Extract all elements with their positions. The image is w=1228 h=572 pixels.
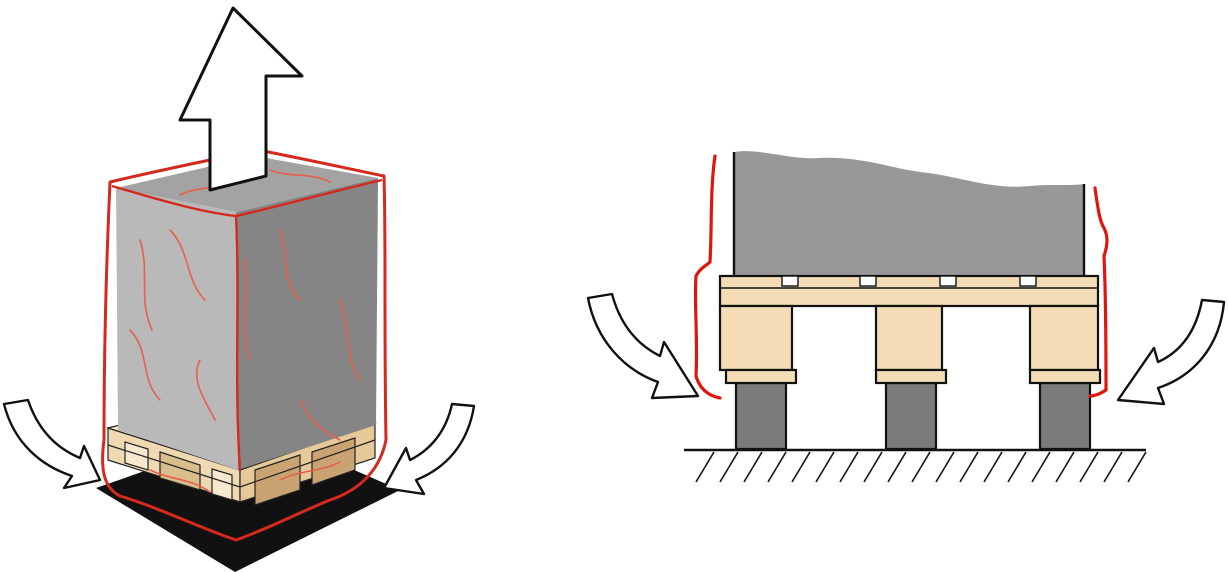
load-block: [734, 151, 1084, 276]
film-wrinkles: [129, 169, 361, 493]
ground-hatching: [695, 451, 1147, 483]
curved-arrow-left-icon: [2, 398, 102, 490]
deck-board-gaps: [781, 275, 1037, 287]
pallet-hood-section-drawing: [586, 151, 1226, 483]
load-side-face: [236, 178, 378, 470]
pallet-top-deck: [718, 274, 1100, 308]
support-legs: [734, 381, 1092, 451]
hood-vertical-edge: [234, 215, 242, 471]
lift-arrow-icon: [178, 6, 304, 192]
pallet-blocks: [718, 304, 1100, 372]
pallet-hood-perspective-panel: [0, 0, 560, 572]
load-front-face: [116, 188, 238, 470]
curved-arrow-right-icon: [382, 402, 476, 496]
pallet-hood-section-panel: [560, 0, 1228, 572]
stretch-hood-film: [101, 148, 388, 542]
curved-arrow-right-icon: [1116, 298, 1226, 406]
stretch-film-left: [693, 154, 722, 400]
curved-arrow-left-icon: [586, 292, 700, 400]
pallet-bottom-boards: [724, 368, 1102, 385]
hood-top-edge: [111, 178, 383, 218]
pallet-hood-perspective-drawing: [2, 6, 476, 572]
stretch-film-right: [1088, 186, 1109, 398]
load-top-face: [116, 156, 378, 212]
